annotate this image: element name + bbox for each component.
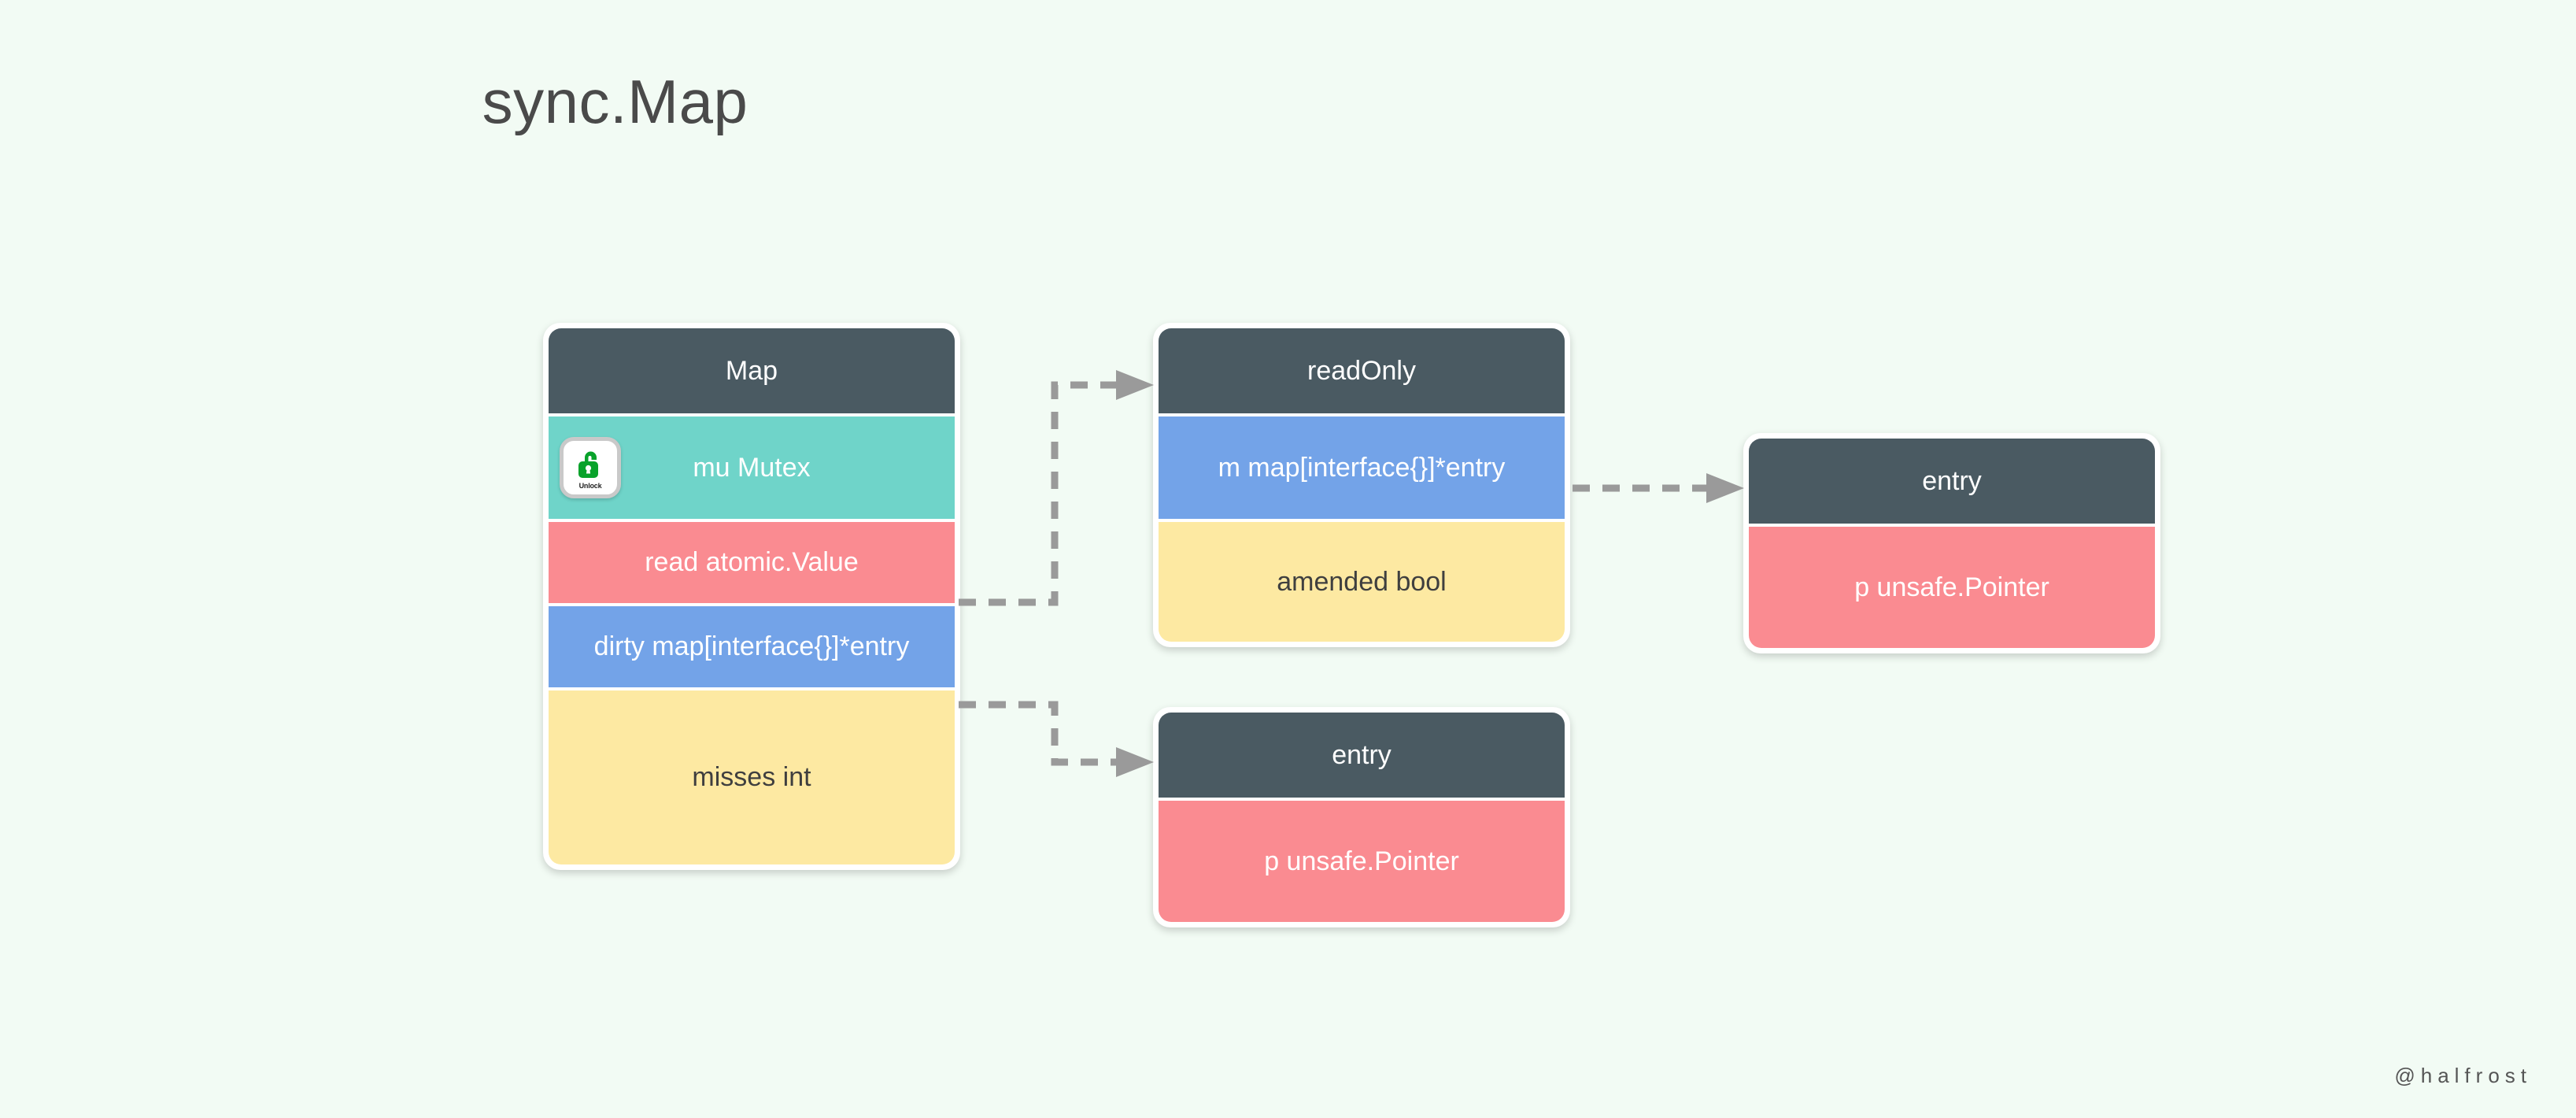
watermark: @halfrost [2394,1064,2532,1087]
struct-header-readonly: readOnly [1159,328,1565,413]
struct-field-m-map[interactable]: m map[interface{}]*entry [1159,413,1565,519]
struct-box-entry-top[interactable]: entry p unsafe.Pointer [1743,433,2160,653]
struct-field-label: p unsafe.Pointer [1264,846,1459,876]
struct-box-map[interactable]: Map Unlock mu Mutex read atomic.Value [543,323,960,870]
struct-header-label: entry [1922,465,1982,496]
connector-read-to-readonly [959,370,1163,606]
unlock-icon-caption: Unlock [578,482,602,490]
struct-field-mu-mutex[interactable]: Unlock mu Mutex [549,413,955,519]
connector-line [959,381,1122,606]
struct-field-label: amended bool [1277,566,1447,597]
struct-field-misses-int[interactable]: misses int [549,687,955,864]
struct-header-entry-bottom: entry [1159,713,1565,798]
struct-field-label: p unsafe.Pointer [1854,572,2049,602]
struct-box-readonly[interactable]: readOnly m map[interface{}]*entry amende… [1153,323,1570,647]
unlock-icon: Unlock [560,437,621,498]
struct-header-label: Map [725,355,778,386]
struct-box-entry-bottom[interactable]: entry p unsafe.Pointer [1153,707,1570,927]
connector-line [959,701,1122,766]
struct-field-amended-bool[interactable]: amended bool [1159,519,1565,642]
struct-field-read-atomic-value[interactable]: read atomic.Value [549,519,955,603]
struct-field-dirty-map[interactable]: dirty map[interface{}]*entry [549,603,955,687]
arrowhead-icon [1116,747,1154,777]
struct-field-label: m map[interface{}]*entry [1218,452,1506,483]
struct-header-map: Map [549,328,955,413]
connector-dirty-to-entry [959,701,1163,795]
struct-field-p-unsafe-pointer[interactable]: p unsafe.Pointer [1749,524,2155,648]
page-title-text: sync.Map [482,67,748,136]
arrowhead-icon [1116,370,1154,400]
struct-field-label: read atomic.Value [645,547,859,577]
connector-m-to-entry [1573,465,1754,512]
struct-field-label: dirty map[interface{}]*entry [593,631,910,661]
struct-header-label: readOnly [1307,355,1416,386]
struct-field-p-unsafe-pointer[interactable]: p unsafe.Pointer [1159,798,1565,922]
struct-header-entry-top: entry [1749,439,2155,524]
page-title: sync.Map [0,71,2576,132]
arrowhead-icon [1706,473,1744,503]
struct-header-label: entry [1332,739,1391,770]
struct-field-label: misses int [692,762,811,792]
struct-field-label: mu Mutex [693,452,811,483]
